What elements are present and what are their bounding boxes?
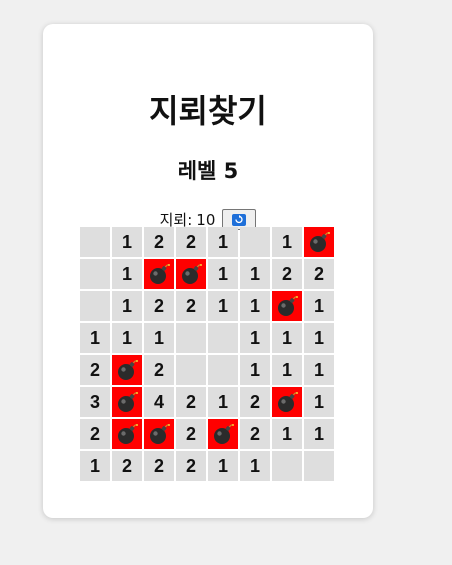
- board-cell[interactable]: 1: [304, 291, 334, 321]
- bomb-icon: [182, 264, 202, 284]
- board-cell[interactable]: 2: [176, 227, 206, 257]
- mine-cell[interactable]: [208, 419, 238, 449]
- board-cell[interactable]: 2: [144, 451, 174, 481]
- board-cell[interactable]: 1: [240, 451, 270, 481]
- board-cell[interactable]: [80, 227, 110, 257]
- level-heading: 레벨 5: [177, 159, 239, 183]
- bomb-icon: [118, 424, 138, 444]
- board-cell[interactable]: 1: [304, 323, 334, 353]
- board-cell[interactable]: 4: [144, 387, 174, 417]
- page-title: 지뢰찾기: [149, 92, 267, 130]
- mine-counter: 지뢰: 10: [43, 209, 373, 230]
- bomb-icon: [150, 424, 170, 444]
- board-cell[interactable]: 1: [240, 291, 270, 321]
- board-cell[interactable]: 1: [80, 323, 110, 353]
- mine-cell[interactable]: [112, 419, 142, 449]
- mine-cell[interactable]: [272, 387, 302, 417]
- board-cell[interactable]: [304, 451, 334, 481]
- board-cell[interactable]: 1: [208, 451, 238, 481]
- board-cell[interactable]: 1: [112, 291, 142, 321]
- board-cell[interactable]: 2: [176, 387, 206, 417]
- board-cell[interactable]: 1: [240, 323, 270, 353]
- board-cell[interactable]: 2: [176, 419, 206, 449]
- board-cell[interactable]: [176, 355, 206, 385]
- board-cell[interactable]: 2: [112, 451, 142, 481]
- board-cell[interactable]: 1: [272, 419, 302, 449]
- board-cell[interactable]: 1: [144, 323, 174, 353]
- bomb-icon: [150, 264, 170, 284]
- board-cell[interactable]: 1: [208, 291, 238, 321]
- board-cell[interactable]: 1: [112, 259, 142, 289]
- board-cell[interactable]: 1: [208, 387, 238, 417]
- mine-counter-value: 10: [196, 210, 216, 229]
- board-cell[interactable]: 1: [80, 451, 110, 481]
- board-cell[interactable]: 2: [144, 355, 174, 385]
- mine-cell[interactable]: [144, 419, 174, 449]
- mine-counter-label: 지뢰:: [159, 211, 193, 229]
- board-cell[interactable]: 1: [112, 227, 142, 257]
- board-cell[interactable]: 1: [208, 259, 238, 289]
- board-cell[interactable]: 2: [176, 451, 206, 481]
- board-cell[interactable]: [208, 323, 238, 353]
- board-cell[interactable]: [272, 451, 302, 481]
- bomb-icon: [278, 392, 298, 412]
- board-cell[interactable]: 1: [272, 227, 302, 257]
- board-cell[interactable]: 2: [304, 259, 334, 289]
- board-cell[interactable]: 2: [240, 419, 270, 449]
- board-cell[interactable]: [240, 227, 270, 257]
- board-cell[interactable]: 1: [272, 323, 302, 353]
- board-cell[interactable]: 1: [208, 227, 238, 257]
- board-cell[interactable]: 1: [240, 355, 270, 385]
- mine-cell[interactable]: [176, 259, 206, 289]
- board-cell[interactable]: 3: [80, 387, 110, 417]
- board-cell[interactable]: 1: [112, 323, 142, 353]
- mine-cell[interactable]: [112, 387, 142, 417]
- bomb-icon: [118, 392, 138, 412]
- board-cell[interactable]: [80, 259, 110, 289]
- mine-cell[interactable]: [272, 291, 302, 321]
- bomb-icon: [214, 424, 234, 444]
- board-cell[interactable]: 2: [144, 227, 174, 257]
- board-cell[interactable]: [176, 323, 206, 353]
- board-cell[interactable]: 1: [304, 387, 334, 417]
- board-cell[interactable]: 2: [272, 259, 302, 289]
- board-cell[interactable]: 2: [80, 419, 110, 449]
- board-cell[interactable]: 1: [272, 355, 302, 385]
- board-cell[interactable]: [80, 291, 110, 321]
- refresh-icon: [232, 213, 247, 226]
- board-cell[interactable]: 2: [80, 355, 110, 385]
- mine-cell[interactable]: [144, 259, 174, 289]
- mine-cell[interactable]: [112, 355, 142, 385]
- reset-button[interactable]: [222, 209, 257, 230]
- mine-cell[interactable]: [304, 227, 334, 257]
- board-cell[interactable]: 2: [144, 291, 174, 321]
- board-cell[interactable]: 2: [176, 291, 206, 321]
- board-cell[interactable]: 1: [304, 419, 334, 449]
- bomb-icon: [278, 296, 298, 316]
- board-cell[interactable]: 1: [304, 355, 334, 385]
- bomb-icon: [118, 360, 138, 380]
- board-cell[interactable]: [208, 355, 238, 385]
- board-cell[interactable]: 2: [240, 387, 270, 417]
- bomb-icon: [310, 232, 330, 252]
- board-cell[interactable]: 1: [240, 259, 270, 289]
